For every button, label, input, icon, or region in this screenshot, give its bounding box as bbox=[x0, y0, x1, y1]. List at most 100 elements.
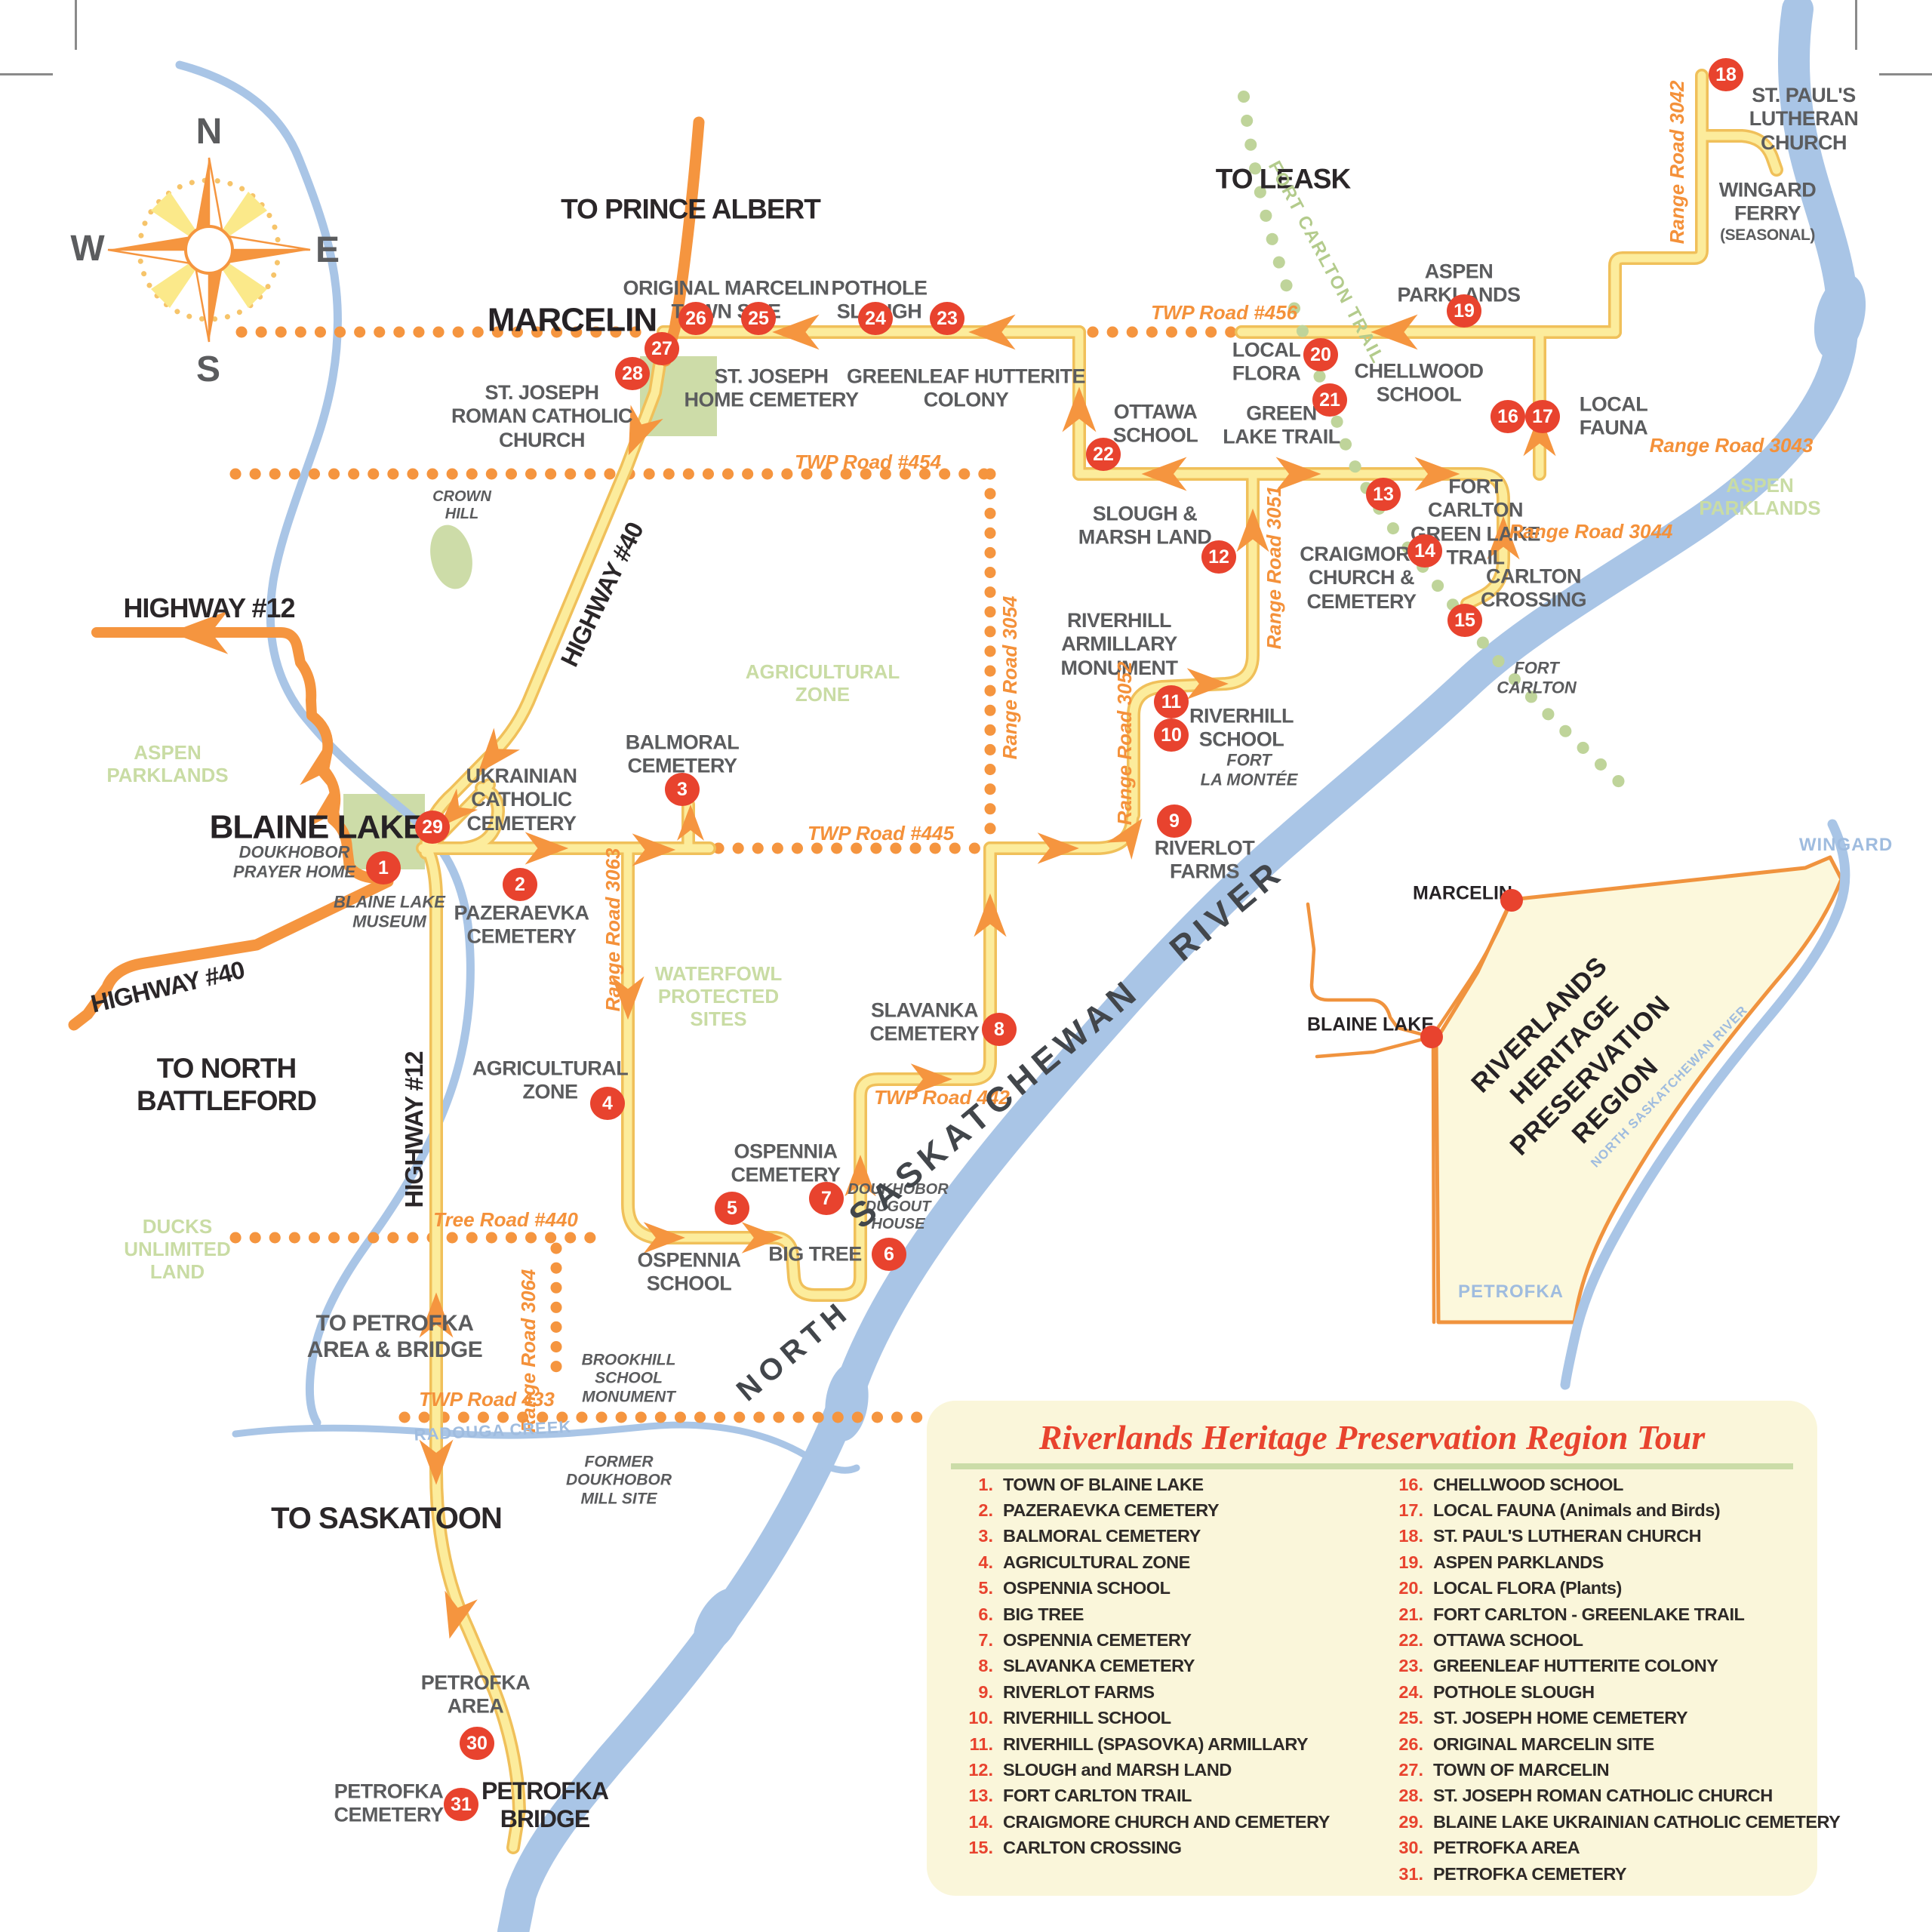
tour-marker-3: 3 bbox=[665, 773, 700, 806]
radouga-creek bbox=[232, 1421, 860, 1474]
legend-item-number: 23. bbox=[1398, 1656, 1423, 1676]
tour-marker-26: 26 bbox=[678, 302, 713, 335]
legend-item-number: 27. bbox=[1398, 1759, 1423, 1780]
legend-item-number: 18. bbox=[1398, 1526, 1423, 1546]
legend-item: 25.ST. JOSEPH HOME CEMETERY bbox=[1387, 1706, 1840, 1731]
legend-item-label: CRAIGMORE CHURCH AND CEMETERY bbox=[1003, 1811, 1330, 1832]
legend-item-label: RIVERHILL (SPASOVKA) ARMILLARY bbox=[1003, 1734, 1309, 1754]
legend-item-label: PAZERAEVKA CEMETERY bbox=[1003, 1500, 1220, 1521]
tour-marker-9: 9 bbox=[1157, 804, 1192, 838]
tour-marker-8: 8 bbox=[982, 1013, 1017, 1046]
crop-mark bbox=[1879, 73, 1932, 75]
highway-12-south bbox=[423, 844, 524, 1852]
tour-marker-24: 24 bbox=[858, 302, 893, 335]
legend-item-number: 26. bbox=[1398, 1734, 1423, 1754]
fort-carlton-trail-dotted bbox=[1238, 91, 1638, 800]
legend-item: 1.TOWN OF BLAINE LAKE bbox=[957, 1472, 1330, 1497]
tour-marker-21: 21 bbox=[1312, 383, 1347, 417]
legend-item-label: TOWN OF BLAINE LAKE bbox=[1003, 1474, 1204, 1494]
legend-item: 20.LOCAL FLORA (Plants) bbox=[1387, 1576, 1840, 1601]
legend-item-number: 4. bbox=[978, 1552, 993, 1572]
legend-item-label: OTTAWA SCHOOL bbox=[1433, 1630, 1583, 1651]
tour-marker-10: 10 bbox=[1154, 718, 1189, 752]
legend-item-number: 15. bbox=[968, 1838, 993, 1858]
legend-item: 5. OSPENNIA SCHOOL bbox=[957, 1576, 1330, 1601]
legend-item: 9.RIVERLOT FARMS bbox=[957, 1679, 1330, 1705]
legend-item-label: CHELLWOOD SCHOOL bbox=[1433, 1474, 1623, 1494]
tour-marker-4: 4 bbox=[590, 1087, 625, 1120]
legend-item-number: 22. bbox=[1398, 1630, 1423, 1651]
crop-mark bbox=[75, 0, 77, 50]
legend-item-number: 17. bbox=[1398, 1500, 1423, 1521]
tour-marker-14: 14 bbox=[1407, 534, 1442, 568]
tour-marker-19: 19 bbox=[1447, 294, 1481, 328]
legend-column-left: 1.TOWN OF BLAINE LAKE 2. PAZERAEVKA CEMETE… bbox=[957, 1472, 1330, 1861]
legend-title: Riverlands Heritage Preservation Region … bbox=[1038, 1418, 1706, 1457]
legend-item-number: 5. bbox=[978, 1578, 993, 1598]
legend-item-number: 7. bbox=[978, 1630, 993, 1651]
legend-item-label: FORT CARLTON TRAIL bbox=[1003, 1786, 1192, 1806]
legend-item-label: BIG TREE bbox=[1003, 1604, 1084, 1624]
legend-item-number: 10. bbox=[968, 1708, 993, 1728]
legend-item-label: BLAINE LAKE UKRAINIAN CATHOLIC CEMETERY bbox=[1433, 1811, 1841, 1832]
crown-hill-area bbox=[430, 525, 472, 589]
legend-item-number: 19. bbox=[1398, 1552, 1423, 1572]
legend-item-label: PETROFKA AREA bbox=[1433, 1838, 1580, 1858]
legend-item-label: ORIGINAL MARCELIN SITE bbox=[1433, 1734, 1654, 1754]
inset-blaine-lake-dot bbox=[1420, 1026, 1443, 1048]
compass-rose bbox=[107, 157, 311, 343]
tour-marker-22: 22 bbox=[1086, 438, 1121, 471]
legend-item-number: 20. bbox=[1398, 1578, 1423, 1598]
legend-item: 22. OTTAWA SCHOOL bbox=[1387, 1627, 1840, 1653]
tour-marker-2: 2 bbox=[503, 868, 537, 901]
tour-marker-6: 6 bbox=[872, 1238, 906, 1271]
legend-rule bbox=[951, 1463, 1793, 1469]
legend-item-label: ST. JOSEPH HOME CEMETERY bbox=[1433, 1708, 1688, 1728]
legend-item-number: 3. bbox=[978, 1526, 993, 1546]
legend-item-number: 21. bbox=[1398, 1604, 1423, 1624]
tour-marker-30: 30 bbox=[460, 1727, 494, 1760]
tour-marker-15: 15 bbox=[1447, 604, 1482, 637]
tour-marker-18: 18 bbox=[1709, 58, 1743, 91]
tour-marker-16: 16 bbox=[1491, 400, 1525, 433]
legend-item-number: 24. bbox=[1398, 1681, 1423, 1702]
legend-item: 30.PETROFKA AREA bbox=[1387, 1835, 1840, 1860]
legend-item-label: OSPENNIA CEMETERY bbox=[1003, 1630, 1192, 1651]
legend-item: 17.LOCAL FAUNA (Animals and Birds) bbox=[1387, 1497, 1840, 1523]
legend-item-number: 2. bbox=[978, 1500, 993, 1521]
legend-item: 24.POTHOLE SLOUGH bbox=[1387, 1679, 1840, 1705]
legend-item-number: 28. bbox=[1398, 1786, 1423, 1806]
legend-item: 2. PAZERAEVKA CEMETERY bbox=[957, 1497, 1330, 1523]
legend-item: 15.CARLTON CROSSING bbox=[957, 1835, 1330, 1860]
legend-item-label: SLOUGH and MARSH LAND bbox=[1003, 1759, 1232, 1780]
legend-item-label: PETROFKA CEMETERY bbox=[1433, 1863, 1627, 1884]
legend-item: 16.CHELLWOOD SCHOOL bbox=[1387, 1472, 1840, 1497]
legend-item-label: AGRICULTURAL ZONE bbox=[1003, 1552, 1190, 1572]
legend-item: 6.BIG TREE bbox=[957, 1601, 1330, 1627]
tour-marker-13: 13 bbox=[1366, 478, 1401, 511]
legend-item: 11. RIVERHILL (SPASOVKA) ARMILLARY bbox=[957, 1731, 1330, 1757]
legend-item: 29.BLAINE LAKE UKRAINIAN CATHOLIC CEMETE… bbox=[1387, 1809, 1840, 1835]
legend-item-label: SLAVANKA CEMETERY bbox=[1003, 1656, 1195, 1676]
crop-mark bbox=[1855, 0, 1857, 50]
legend-item: 19.ASPEN PARKLANDS bbox=[1387, 1549, 1840, 1575]
legend-item: 31. PETROFKA CEMETERY bbox=[1387, 1861, 1840, 1887]
highway-12-north bbox=[660, 116, 705, 367]
tour-marker-28: 28 bbox=[615, 357, 650, 390]
legend-item-number: 8. bbox=[978, 1656, 993, 1676]
legend-item: 7. OSPENNIA CEMETERY bbox=[957, 1627, 1330, 1653]
legend-item-number: 31. bbox=[1398, 1863, 1423, 1884]
legend-item-label: GREENLEAF HUTTERITE COLONY bbox=[1433, 1656, 1718, 1676]
inset-region bbox=[1434, 855, 1844, 1324]
legend-item-number: 13. bbox=[968, 1786, 993, 1806]
green-lake-trail-road bbox=[1075, 469, 1508, 608]
range-road-3052-3051 bbox=[1129, 469, 1257, 820]
tour-marker-12: 12 bbox=[1201, 540, 1236, 574]
crop-mark bbox=[0, 73, 53, 75]
legend-item-label: OSPENNIA SCHOOL bbox=[1003, 1578, 1171, 1598]
legend-item: 26. ORIGINAL MARCELIN SITE bbox=[1387, 1731, 1840, 1757]
legend-item: 21.FORT CARLTON - GREENLAKE TRAIL bbox=[1387, 1601, 1840, 1627]
legend-item-number: 11. bbox=[969, 1734, 993, 1754]
